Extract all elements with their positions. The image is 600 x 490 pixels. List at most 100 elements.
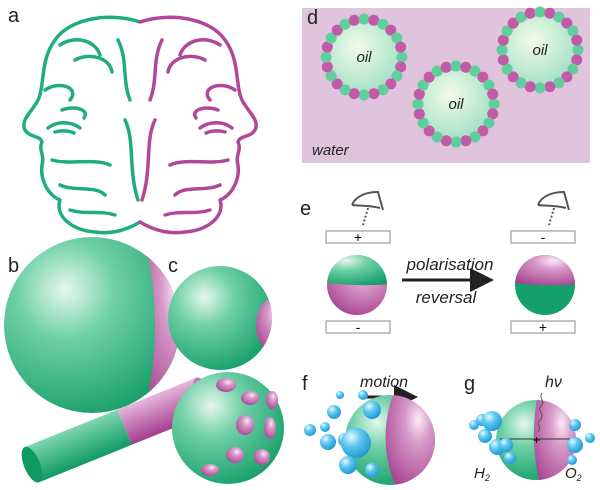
panel-label-a: a: [8, 5, 20, 27]
janus-bead: [561, 17, 573, 29]
janus-bead: [395, 41, 407, 53]
janus-bead: [431, 65, 443, 77]
janus-bead: [385, 24, 397, 36]
electrode-tip-right: [537, 190, 570, 226]
gas-bubble: [469, 420, 479, 430]
janus-bead: [423, 71, 435, 83]
janus-bead: [460, 61, 472, 73]
electrode-tip-left: [351, 190, 384, 226]
janus-bead: [417, 117, 429, 129]
motion-label: motion: [360, 374, 408, 391]
janus-bead: [497, 54, 509, 66]
bubbles-f: [304, 390, 381, 477]
janus-bead: [561, 71, 573, 83]
bottom-right-electrode: +: [510, 319, 576, 335]
janus-bead: [483, 79, 495, 91]
janus-bead: [348, 88, 360, 100]
janus-bead: [507, 17, 519, 29]
gas-bubble: [320, 422, 330, 432]
janus-bead: [320, 51, 332, 63]
janus-bead: [553, 11, 565, 23]
gas-bubble: [365, 463, 379, 477]
janus-bead: [377, 84, 389, 96]
magenta-eye: [198, 121, 234, 135]
gas-bubble: [320, 434, 336, 450]
janus-bead: [396, 51, 408, 63]
panel-label-f: f: [302, 373, 308, 395]
patchy-sphere-single-patch: [168, 266, 272, 370]
panel-label-g: g: [464, 373, 475, 395]
janus-bead: [496, 44, 508, 56]
polarisation-label: polarisation: [406, 255, 494, 274]
reversal-label: reversal: [416, 288, 478, 307]
janus-bead: [377, 18, 389, 30]
janus-bead: [321, 61, 333, 73]
h2-label: H2: [474, 465, 490, 483]
gas-bubble: [339, 456, 357, 474]
janus-bead: [515, 11, 527, 23]
gas-bubble: [327, 405, 341, 419]
gas-bubble: [567, 455, 577, 465]
janus-bead: [440, 135, 452, 147]
janus-bead: [515, 77, 527, 89]
panel-label-c: c: [168, 255, 178, 277]
janus-bead: [534, 6, 546, 18]
gas-bubble: [585, 433, 595, 443]
gas-bubble: [569, 419, 581, 431]
janus-bead: [501, 25, 513, 37]
janus-bead: [483, 117, 495, 129]
janus-bead: [544, 81, 556, 93]
janus-bead: [477, 71, 489, 83]
janus-bead: [440, 61, 452, 73]
janus-bead: [339, 84, 351, 96]
janus-bead: [534, 82, 546, 94]
janus-bead: [423, 125, 435, 137]
janus-bead: [487, 88, 499, 100]
gas-bubble: [363, 401, 381, 419]
gas-bubble: [341, 428, 371, 458]
o2-label: O2: [565, 465, 582, 483]
gas-bubble: [504, 452, 516, 464]
janus-bead: [385, 78, 397, 90]
top-right-electrode: -: [510, 229, 576, 245]
oil-droplet: oil: [412, 60, 500, 148]
patchy-sphere-multi-patch: [172, 372, 284, 484]
janus-bead: [572, 44, 584, 56]
green-face-profile: [22, 15, 142, 235]
janus-bead: [450, 60, 462, 72]
janus-bead: [413, 108, 425, 120]
janus-bead: [477, 125, 489, 137]
bubbles-g: [469, 411, 595, 465]
janus-bead: [524, 7, 536, 19]
janus-bead: [339, 18, 351, 30]
electrode-sign: -: [541, 229, 546, 245]
gas-bubble: [499, 438, 513, 452]
janus-bead: [412, 98, 424, 110]
janus-bead: [507, 71, 519, 83]
oil-label: oil: [448, 96, 464, 113]
gas-bubble: [336, 391, 344, 399]
janus-bead: [544, 7, 556, 19]
janus-bead: [417, 79, 429, 91]
gas-bubble: [478, 429, 492, 443]
janus-bead: [497, 34, 509, 46]
janus-bead: [460, 135, 472, 147]
oil-droplet: oil: [320, 13, 408, 101]
charge-symbol: +: [533, 433, 540, 447]
bottom-left-electrode: -: [325, 319, 391, 335]
green-eye: [46, 121, 82, 135]
janus-bead: [469, 65, 481, 77]
oil-label: oil: [532, 42, 548, 59]
janus-head-illustration: [22, 15, 258, 235]
electrode-sign: +: [354, 229, 362, 245]
oil-label: oil: [356, 49, 372, 66]
janus-bead: [571, 34, 583, 46]
janus-bead: [348, 14, 360, 26]
sphere-before-reversal: [327, 255, 387, 315]
janus-bead: [488, 98, 500, 110]
janus-bead: [368, 88, 380, 100]
janus-bead: [413, 88, 425, 100]
janus-bead: [391, 32, 403, 44]
gas-bubble: [304, 424, 316, 436]
